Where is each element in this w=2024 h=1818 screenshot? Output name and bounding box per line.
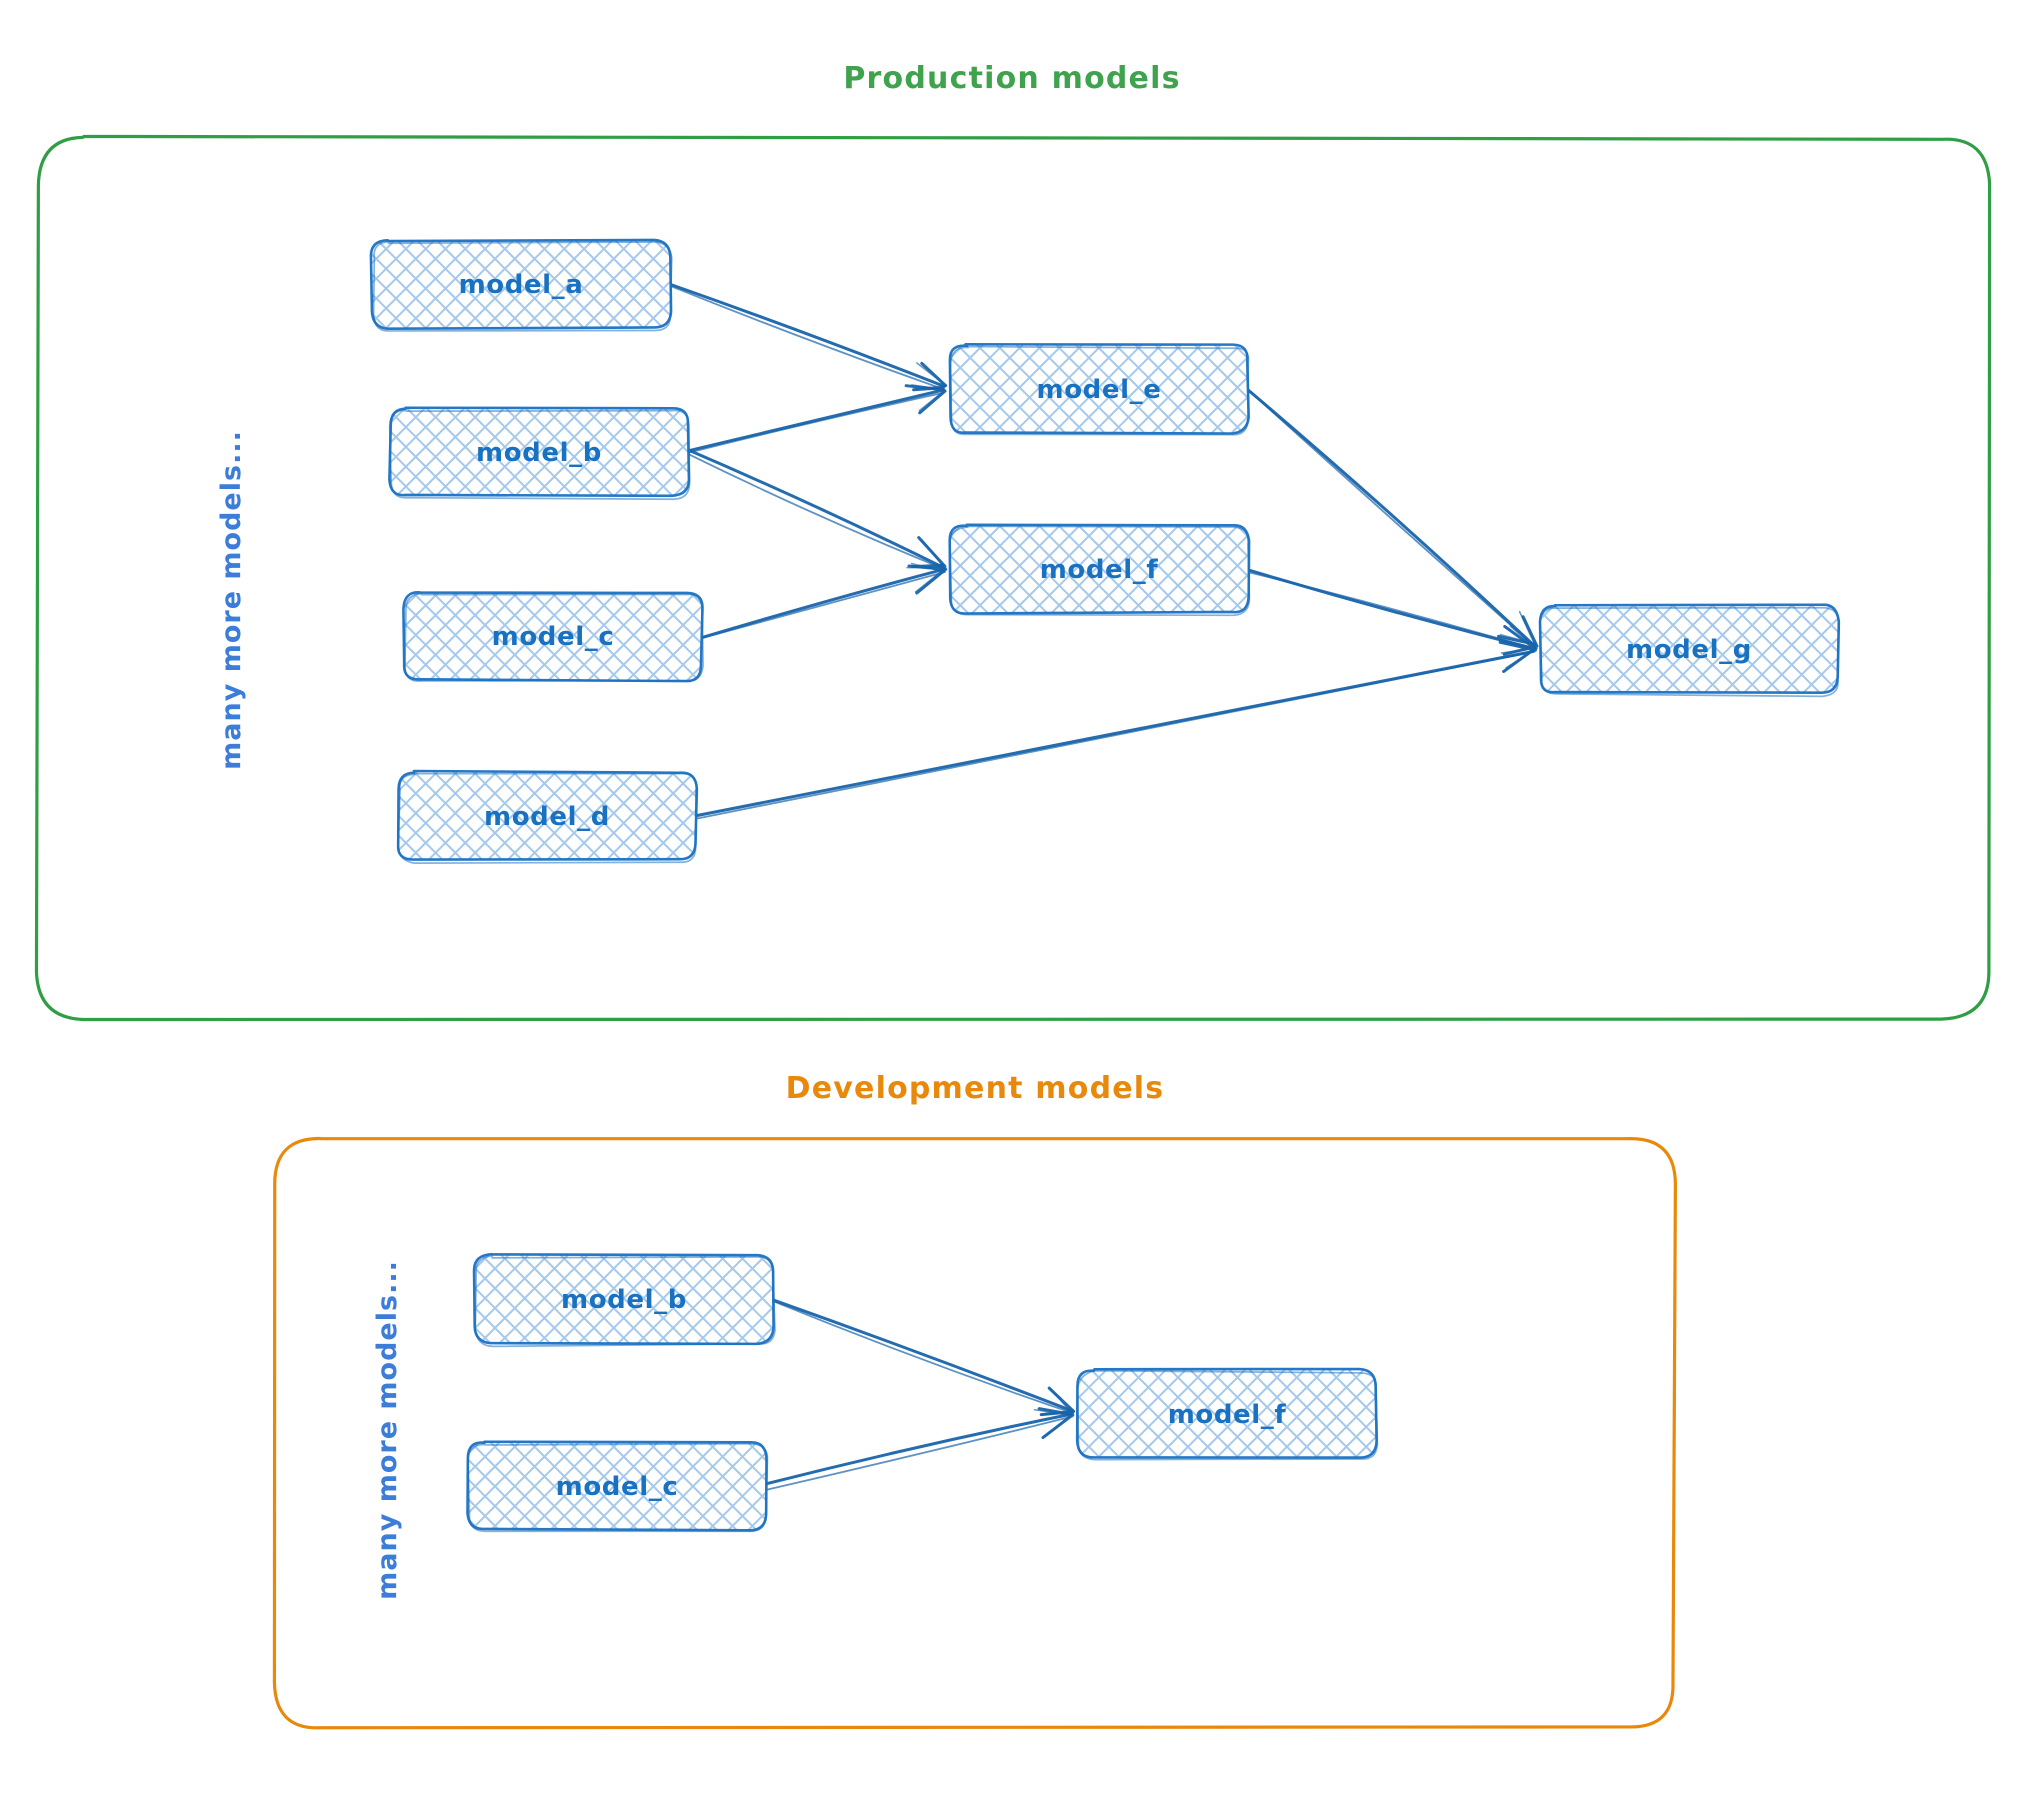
group-frame-outline-development <box>272 1136 1678 1730</box>
edge-arrowhead <box>1521 615 1539 648</box>
group-frame-production[interactable] <box>34 134 1992 1022</box>
edge-p_model_d-to-p_model_g[interactable] <box>693 640 1538 820</box>
edge-line <box>688 453 945 570</box>
node-p_model_a[interactable]: model_a <box>369 238 673 332</box>
node-p_model_c[interactable]: model_c <box>402 591 704 683</box>
edge-arrowhead <box>911 384 944 391</box>
node-p_model_b[interactable]: model_b <box>388 406 691 501</box>
node-outline-secondary-p_model_f <box>948 525 1251 617</box>
edge-line <box>774 1301 1075 1415</box>
node-p_model_g[interactable]: model_g <box>1538 603 1841 698</box>
side-label-many-more-models-production: many more models... <box>216 430 247 770</box>
node-d_model_c[interactable]: model_c <box>466 1440 769 1533</box>
node-outline-secondary-p_model_g <box>1538 606 1840 698</box>
edge-arrowhead <box>1499 640 1534 651</box>
node-label-p_model_e: model_e <box>1037 375 1162 405</box>
edge-arrowhead <box>916 362 947 387</box>
node-outline-secondary-d_model_c <box>467 1442 769 1533</box>
edge-arrowhead <box>914 568 945 593</box>
node-fill-p_model_e <box>949 344 1249 434</box>
edge-arrowhead <box>1509 625 1536 649</box>
node-outline-secondary-p_model_d <box>397 772 698 864</box>
edge-arrowhead <box>1049 1387 1072 1414</box>
node-label-p_model_b: model_b <box>476 438 602 468</box>
node-label-d_model_b: model_b <box>561 1285 687 1315</box>
group-frame-development[interactable] <box>272 1136 1678 1730</box>
edge-arrowhead <box>918 390 945 412</box>
node-fill-d_model_b <box>474 1254 774 1344</box>
edge-arrowhead <box>1505 649 1535 669</box>
node-d_model_f[interactable]: model_f <box>1075 1367 1379 1461</box>
edge-line <box>699 571 946 640</box>
edge-line <box>696 650 1536 820</box>
edge-line <box>699 567 946 640</box>
node-label-p_model_g: model_g <box>1626 635 1752 665</box>
group-title-development: Development models <box>786 1071 1165 1106</box>
edge-arrowhead <box>920 538 945 568</box>
labels-layer: Production models many more models... Deve… <box>216 61 1180 1600</box>
node-fill-d_model_c <box>467 1441 767 1531</box>
node-d_model_b[interactable]: model_b <box>472 1252 776 1348</box>
group-frame-outline-production <box>34 134 1992 1022</box>
edge-arrowhead <box>1037 1407 1075 1417</box>
node-fill-p_model_c <box>403 592 703 682</box>
edge-d_model_c-to-d_model_f[interactable] <box>762 1407 1075 1491</box>
group-frames-layer <box>34 134 1992 1730</box>
node-outline-secondary-p_model_e <box>949 345 1250 436</box>
node-fill-p_model_b <box>389 407 689 496</box>
edge-line <box>1246 388 1537 648</box>
edge-arrowhead <box>1518 610 1536 645</box>
node-label-d_model_c: model_c <box>556 1472 679 1502</box>
node-outline-secondary-p_model_b <box>388 409 691 501</box>
node-p_model_d[interactable]: model_d <box>396 769 699 864</box>
edge-line <box>668 282 946 388</box>
edge-line <box>687 391 945 454</box>
group-title-production: Production models <box>843 61 1180 96</box>
node-fill-p_model_f <box>949 524 1250 614</box>
edge-line <box>686 388 945 453</box>
node-label-p_model_a: model_a <box>459 270 584 300</box>
node-fill-d_model_f <box>1077 1369 1377 1458</box>
node-outline-secondary-d_model_b <box>474 1254 776 1348</box>
edge-p_model_f-to-p_model_g[interactable] <box>1245 568 1537 656</box>
node-p_model_f[interactable]: model_f <box>948 523 1251 617</box>
side-label-many-more-models-development: many more models... <box>372 1260 403 1600</box>
edge-line <box>762 1412 1073 1486</box>
node-label-d_model_f: model_f <box>1168 1400 1287 1430</box>
edge-d_model_b-to-d_model_f[interactable] <box>769 1297 1076 1417</box>
node-outline-secondary-d_model_f <box>1076 1369 1379 1461</box>
node-p_model_e[interactable]: model_e <box>948 343 1250 436</box>
edges-layer <box>667 282 1539 1491</box>
edge-line <box>667 284 945 391</box>
node-outline-secondary-p_model_c <box>404 592 704 682</box>
edge-p_model_a-to-p_model_e[interactable] <box>667 282 948 392</box>
edge-arrowhead <box>1503 625 1536 649</box>
edge-p_model_b-to-p_model_e[interactable] <box>686 384 947 454</box>
edge-arrowhead <box>1033 1408 1075 1417</box>
edge-p_model_c-to-p_model_f[interactable] <box>699 562 948 640</box>
edge-arrowhead <box>918 389 947 415</box>
edge-line <box>769 1297 1076 1413</box>
node-label-p_model_f: model_f <box>1040 555 1159 585</box>
node-label-p_model_d: model_d <box>484 802 610 832</box>
edge-arrowhead <box>910 562 945 573</box>
edge-line <box>1248 390 1538 650</box>
edge-arrowhead <box>915 567 948 595</box>
node-outline-secondary-p_model_a <box>372 241 673 332</box>
edge-line <box>766 1415 1074 1491</box>
node-label-p_model_c: model_c <box>492 622 615 652</box>
edge-arrowhead <box>1044 1413 1073 1438</box>
node-fill-p_model_a <box>370 239 672 329</box>
nodes-layer: model_a model_b model_c model_d model_emodel… <box>369 238 1841 1533</box>
edge-p_model_b-to-p_model_f[interactable] <box>687 448 947 570</box>
node-fill-p_model_d <box>398 771 697 860</box>
node-fill-p_model_g <box>1540 604 1839 693</box>
edge-line <box>687 448 945 569</box>
edge-line <box>1247 571 1536 650</box>
